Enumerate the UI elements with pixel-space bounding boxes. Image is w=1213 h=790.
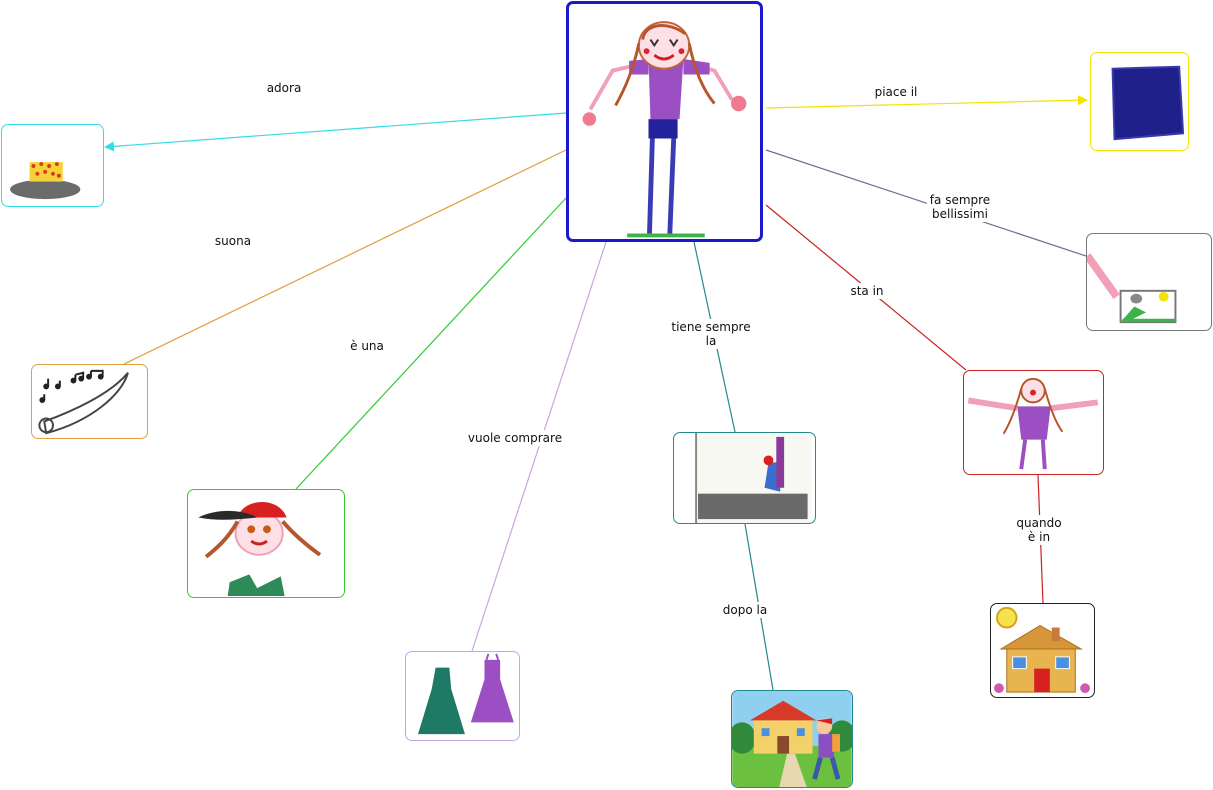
node-blue-color-drawing[interactable] — [1090, 52, 1189, 151]
edge-fa — [765, 149, 1087, 257]
edge-euna — [295, 197, 567, 490]
edge-label-quando: quando è in — [1013, 515, 1065, 545]
node-girl-arms-open[interactable] — [963, 370, 1104, 475]
edge-piace — [765, 95, 1088, 109]
girl-arms-image — [967, 377, 1099, 470]
node-girl-with-cap[interactable] — [187, 489, 345, 598]
house-image — [994, 606, 1090, 694]
dresses-image — [418, 653, 514, 735]
pencil-drawing-image — [1087, 253, 1177, 324]
edge-label-sta: sta in — [847, 283, 887, 299]
edge-vuole — [471, 241, 607, 652]
blue-square-image — [1111, 65, 1185, 141]
edge-label-adora: adora — [263, 80, 305, 96]
node-window-drawing[interactable] — [673, 432, 816, 524]
node-drawing-pencil[interactable] — [1086, 233, 1212, 331]
edge-label-tiene: tiene sempre la — [668, 319, 754, 349]
node-cake-drawing[interactable] — [1, 124, 104, 207]
edge-label-fa: fa sempre bellissimi — [926, 192, 994, 222]
edge-suona — [123, 149, 567, 365]
edge-label-piace: piace il — [871, 84, 921, 100]
node-school-picture[interactable] — [731, 690, 853, 788]
node-dresses-drawing[interactable] — [405, 651, 520, 741]
edge-label-suona: suona — [211, 233, 255, 249]
central-node-girl-drawing[interactable] — [566, 1, 763, 242]
window-scene-image — [695, 433, 812, 523]
girl-cap-image — [198, 502, 322, 597]
node-flute-drawing[interactable] — [31, 364, 148, 439]
edge-label-dopo: dopo la — [719, 602, 771, 618]
edge-label-vuole: vuole comprare — [464, 430, 566, 446]
node-house-picture[interactable] — [990, 603, 1095, 698]
flute-drawing-image — [38, 369, 129, 435]
cake-drawing-image — [10, 162, 81, 200]
girl-drawing-image — [582, 21, 747, 238]
edge-label-euna: è una — [347, 338, 387, 354]
school-image — [732, 691, 852, 787]
edge-adora — [104, 112, 567, 152]
